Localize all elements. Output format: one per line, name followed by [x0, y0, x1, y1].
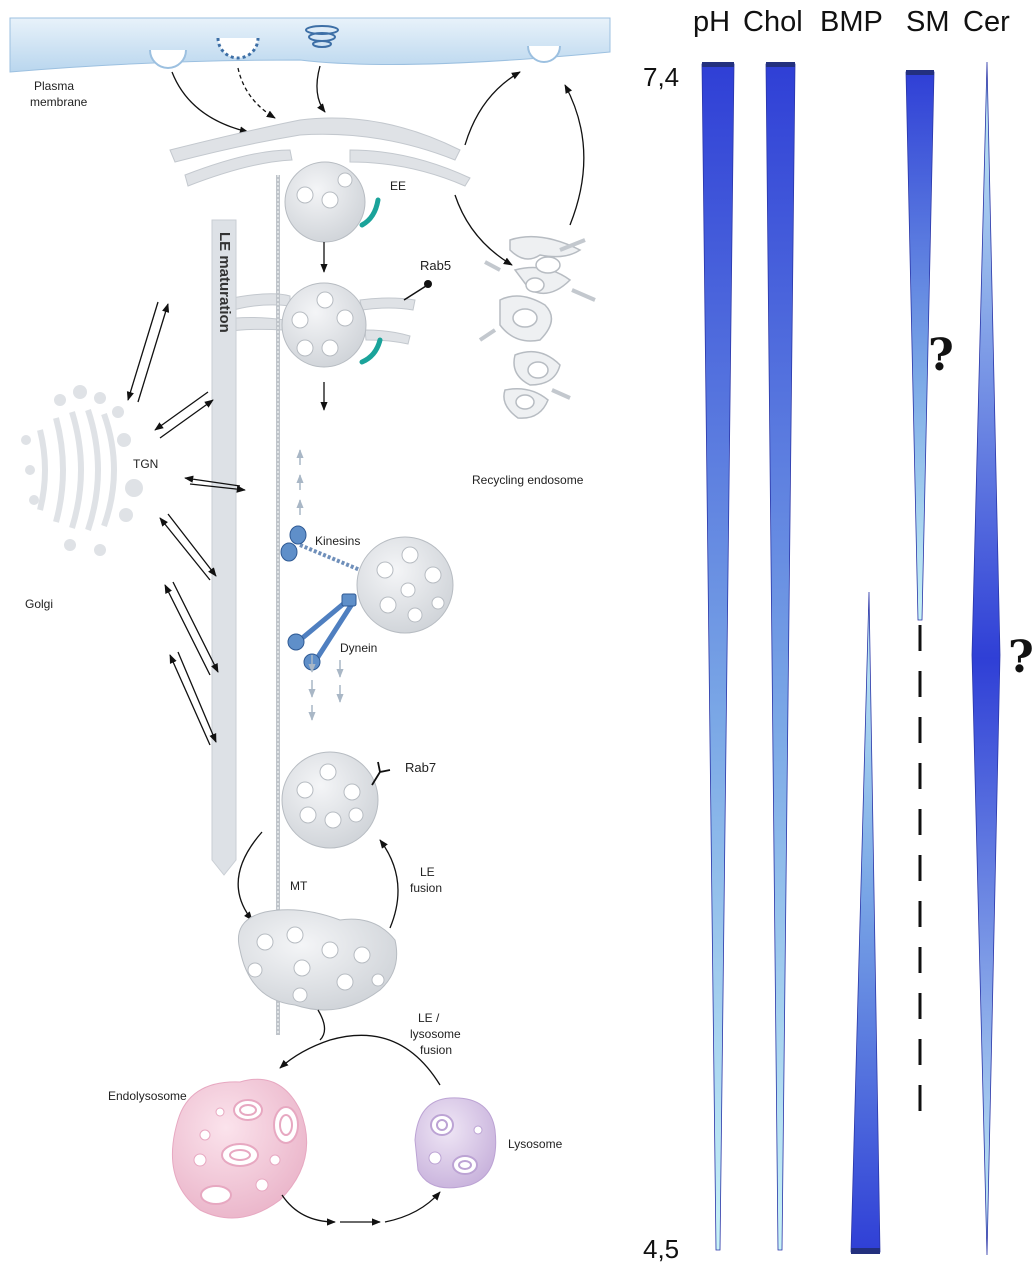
- lysosome: [415, 1098, 496, 1188]
- column-header-bmp: BMP: [820, 6, 883, 38]
- le-maturation-label: LE maturation: [216, 232, 233, 333]
- le-lysosome-fusion-label-2: lysosome: [410, 1027, 461, 1041]
- sm-question-mark: ?: [928, 330, 954, 381]
- dynein-motor-icon: [288, 594, 356, 670]
- mt-label: MT: [290, 879, 308, 893]
- cer-question-mark: ?: [1008, 632, 1034, 683]
- column-header-sm: SM: [906, 6, 950, 38]
- endolysosome: [172, 1079, 306, 1218]
- golgi-label: Golgi: [25, 597, 53, 611]
- plasma-membrane: [10, 18, 610, 72]
- motor-endosome: [357, 537, 453, 633]
- chol-gradient-bar: [766, 64, 795, 1250]
- ee-label: EE: [390, 179, 406, 193]
- tgn-label: TGN: [133, 457, 158, 471]
- dynein-label: Dynein: [340, 641, 377, 655]
- rab5-endosome: [218, 280, 432, 367]
- le-lysosome-fusion-label-1: LE /: [418, 1011, 440, 1025]
- lysosome-label: Lysosome: [508, 1137, 563, 1151]
- le-lysosome-fusion-label-3: fusion: [420, 1043, 452, 1057]
- le-fusion-label-2: fusion: [410, 881, 442, 895]
- recycling-endosome-label: Recycling endosome: [472, 473, 584, 487]
- kinesins-label: Kinesins: [315, 534, 360, 548]
- bmp-gradient-bar: [851, 592, 880, 1252]
- rab7-endosome: [282, 752, 390, 848]
- le-fusion-label-1: LE: [420, 865, 435, 879]
- plasma-membrane-label-2: membrane: [30, 95, 88, 109]
- endolysosome-label: Endolysosome: [108, 1089, 187, 1103]
- recycling-endosome: [480, 237, 595, 419]
- axis-top-label: 7,4: [643, 62, 679, 92]
- ph-gradient-bar: [702, 64, 734, 1250]
- gradient-panel: pH Chol BMP SM Cer 7,4 4,5 ? ?: [643, 6, 1034, 1264]
- kinesin-motor-icon: [281, 526, 360, 570]
- golgi: [21, 385, 143, 556]
- column-header-chol: Chol: [743, 6, 803, 38]
- rab7-label: Rab7: [405, 760, 436, 775]
- rab5-label: Rab5: [420, 258, 451, 273]
- fused-late-endosome: [238, 910, 396, 1010]
- column-header-cer: Cer: [963, 6, 1010, 38]
- column-header-ph: pH: [693, 6, 730, 38]
- cer-gradient-bar: [972, 62, 1000, 1255]
- axis-bottom-label: 4,5: [643, 1234, 679, 1264]
- plasma-membrane-label-1: Plasma: [34, 79, 74, 93]
